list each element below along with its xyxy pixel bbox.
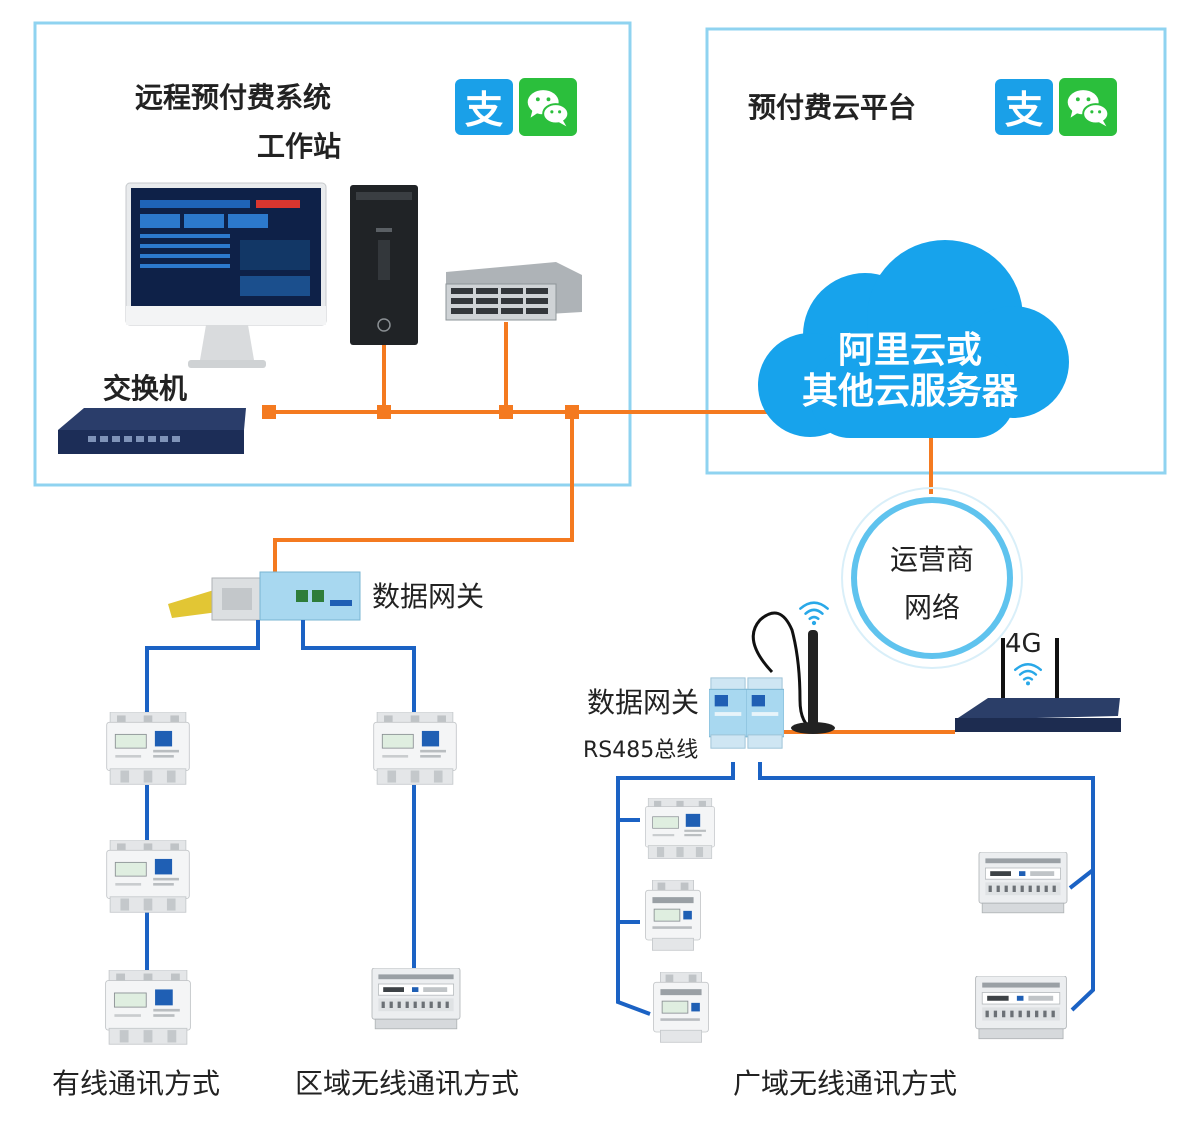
meter-icon xyxy=(105,970,191,1045)
svg-text:支: 支 xyxy=(465,88,503,132)
meter-icon xyxy=(371,968,461,1030)
gateway-right-icon xyxy=(709,677,747,749)
monitor-icon xyxy=(125,182,327,368)
network-switch-icon xyxy=(58,408,246,454)
operator-network-halo xyxy=(841,487,1023,669)
operator-network-label: 运营商 xyxy=(890,543,974,576)
caption-regional-wireless: 区域无线通讯方式 xyxy=(295,1067,519,1100)
wechat-icon xyxy=(518,78,578,136)
meter-icon xyxy=(644,798,716,859)
svg-text:支: 支 xyxy=(1005,88,1043,132)
workstation-title: 远程预付费系统 xyxy=(135,81,331,114)
meter-icon xyxy=(106,840,190,913)
cloud-label: 其他云服务器 xyxy=(802,371,1019,412)
alipay-icon: 支 xyxy=(455,79,513,135)
antenna-icon xyxy=(751,611,835,734)
gateway-right-label: 数据网关 xyxy=(587,686,699,719)
switch-label: 交换机 xyxy=(103,372,187,405)
caption-wide-area-wireless: 广域无线通讯方式 xyxy=(733,1067,957,1100)
wechat-icon xyxy=(1058,78,1118,136)
cloud-label: 阿里云或 xyxy=(838,330,982,371)
rs485-lines xyxy=(145,620,1095,1016)
cloud-platform-frame xyxy=(705,27,1167,475)
rs485-bus-label: RS485总线 xyxy=(583,738,698,763)
server-icon xyxy=(445,262,582,321)
operator-network-ring xyxy=(851,497,1013,659)
operator-network-label: 网络 xyxy=(904,591,960,624)
desktop-tower-icon xyxy=(350,185,418,345)
gateway-left-icon xyxy=(168,571,361,621)
cloud-icon xyxy=(758,240,1069,438)
cloud-platform-title: 预付费云平台 xyxy=(748,91,916,124)
meter-icon xyxy=(106,712,190,785)
router-label: 4G xyxy=(1005,629,1042,659)
meter-icon xyxy=(373,712,457,785)
ethernet-junctions xyxy=(262,405,579,419)
caption-wired: 有线通讯方式 xyxy=(52,1067,220,1100)
workstation-frame xyxy=(33,21,632,487)
gateway-right-icon xyxy=(746,677,784,749)
workstation-subtitle: 工作站 xyxy=(257,130,341,163)
wifi-icon xyxy=(799,601,829,626)
alipay-icon: 支 xyxy=(995,79,1053,135)
gateway-left-label: 数据网关 xyxy=(372,580,484,613)
router-4g-icon xyxy=(955,638,1121,732)
wifi-icon xyxy=(1013,662,1043,686)
meter-icon xyxy=(975,976,1067,1040)
meter-icon xyxy=(645,880,701,951)
meter-icon xyxy=(978,852,1068,914)
meter-icon xyxy=(653,972,709,1043)
